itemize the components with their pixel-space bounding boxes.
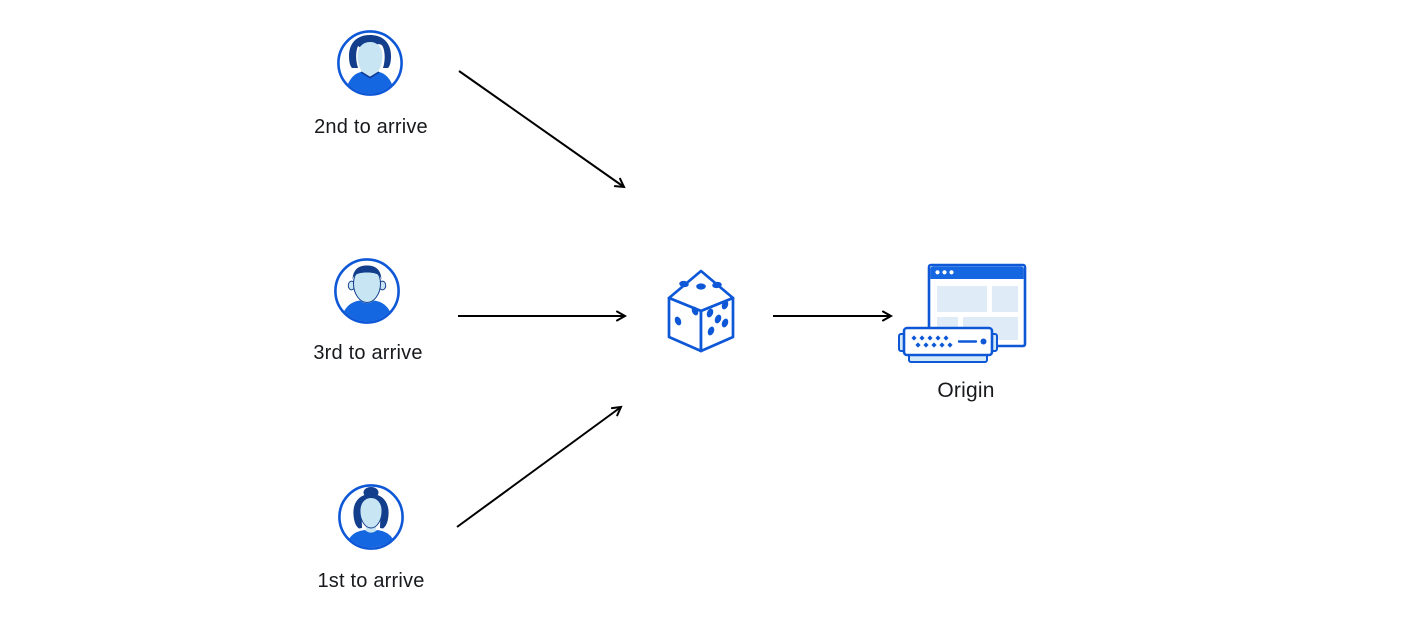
user-middle-label: 3rd to arrive (313, 342, 423, 364)
female-avatar-icon (338, 484, 404, 550)
dice-icon (667, 269, 735, 353)
male-avatar-icon (337, 30, 403, 96)
user-top-label: 2nd to arrive (314, 116, 428, 138)
origin-node (897, 262, 1029, 370)
origin-server-icon (898, 263, 1027, 363)
arrow-user-bottom-to-dice (456, 405, 623, 528)
user-top-node (337, 30, 403, 101)
user-middle-node (334, 258, 400, 329)
user-bottom-label: 1st to arrive (317, 570, 425, 592)
server-icon (898, 326, 998, 363)
origin-label: Origin (937, 379, 995, 402)
male-avatar-icon (334, 258, 400, 324)
arrow-user-top-to-dice (458, 70, 626, 189)
user-bottom-node (338, 484, 404, 555)
browser-window-icon (927, 263, 1027, 348)
dice-node (666, 267, 738, 358)
